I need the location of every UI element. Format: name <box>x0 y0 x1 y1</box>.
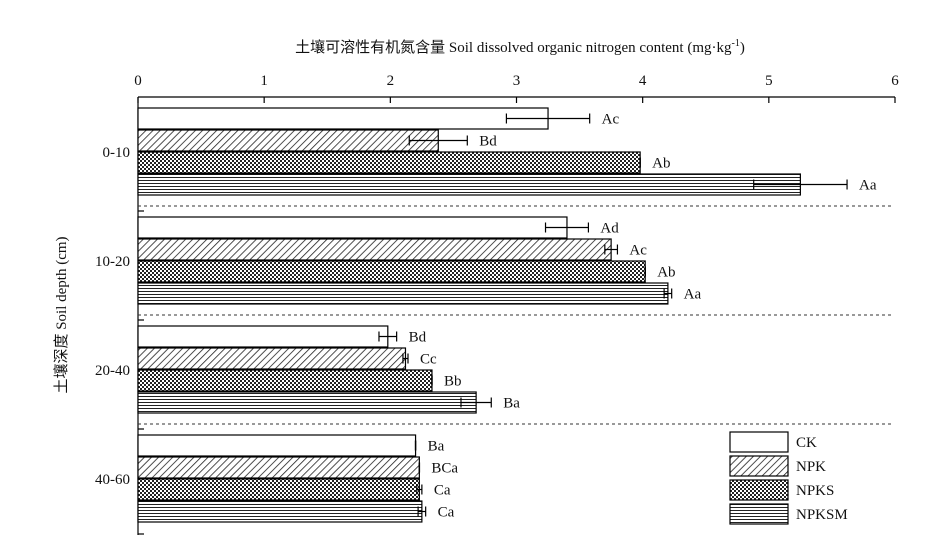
x-tick-label: 0 <box>134 73 142 89</box>
x-tick-label: 5 <box>765 73 773 89</box>
data-label: Ac <box>629 243 647 259</box>
data-label: Ad <box>600 221 619 237</box>
chart-title-suffix: ) <box>740 40 745 56</box>
data-label: Ca <box>438 505 455 521</box>
bar <box>137 173 801 196</box>
data-label: Bb <box>444 374 462 390</box>
chart-title-main: 土壤可溶性有机氮含量 Soil dissolved organic nitrog… <box>295 38 732 56</box>
bar <box>137 391 477 414</box>
category-label: 40-60 <box>95 472 130 488</box>
bar <box>137 151 641 174</box>
x-tick-label: 4 <box>639 73 647 89</box>
category-label: 0-10 <box>103 145 131 161</box>
x-tick-label: 2 <box>387 73 395 89</box>
bar <box>137 478 420 501</box>
data-label: Ab <box>657 265 675 281</box>
legend-label: CK <box>796 435 817 451</box>
legend-swatch <box>729 431 789 453</box>
category-label: 20-40 <box>95 363 130 379</box>
x-tick-label: 6 <box>891 73 899 89</box>
data-label: Bd <box>479 134 497 150</box>
bar <box>137 500 423 523</box>
bar <box>137 434 417 457</box>
bar <box>137 216 568 239</box>
chart-title-superscript: -1 <box>732 38 740 49</box>
bar <box>137 238 612 261</box>
data-label: Ab <box>652 156 670 172</box>
category-label: 10-20 <box>95 254 130 270</box>
bar <box>137 129 439 152</box>
bar <box>137 260 646 283</box>
chart-title: 土壤可溶性有机氮含量 Soil dissolved organic nitrog… <box>295 38 745 56</box>
legend-swatch <box>729 455 789 477</box>
data-label: Ac <box>602 112 620 128</box>
legend-swatch <box>729 479 789 501</box>
x-tick-label: 3 <box>513 73 521 89</box>
data-label: Ca <box>434 483 451 499</box>
bar <box>137 456 420 479</box>
data-label: Bd <box>409 330 427 346</box>
x-tick-label: 1 <box>260 73 268 89</box>
data-label: Aa <box>684 287 702 303</box>
legend-label: NPKS <box>796 483 834 499</box>
bar <box>137 107 549 130</box>
data-label: Ba <box>503 396 520 412</box>
bar <box>137 282 669 305</box>
data-label: Ba <box>428 439 445 455</box>
y-axis-label: 土壤深度 Soil depth (cm) <box>52 236 70 393</box>
legend-label: NPK <box>796 459 826 475</box>
bar <box>137 347 407 370</box>
legend-label: NPKSM <box>796 507 848 523</box>
legend-swatch <box>729 503 789 525</box>
data-label: BCa <box>431 461 458 477</box>
bar <box>137 369 433 392</box>
data-label: Aa <box>859 178 877 194</box>
data-label: Cc <box>420 352 437 368</box>
bar <box>137 325 389 348</box>
